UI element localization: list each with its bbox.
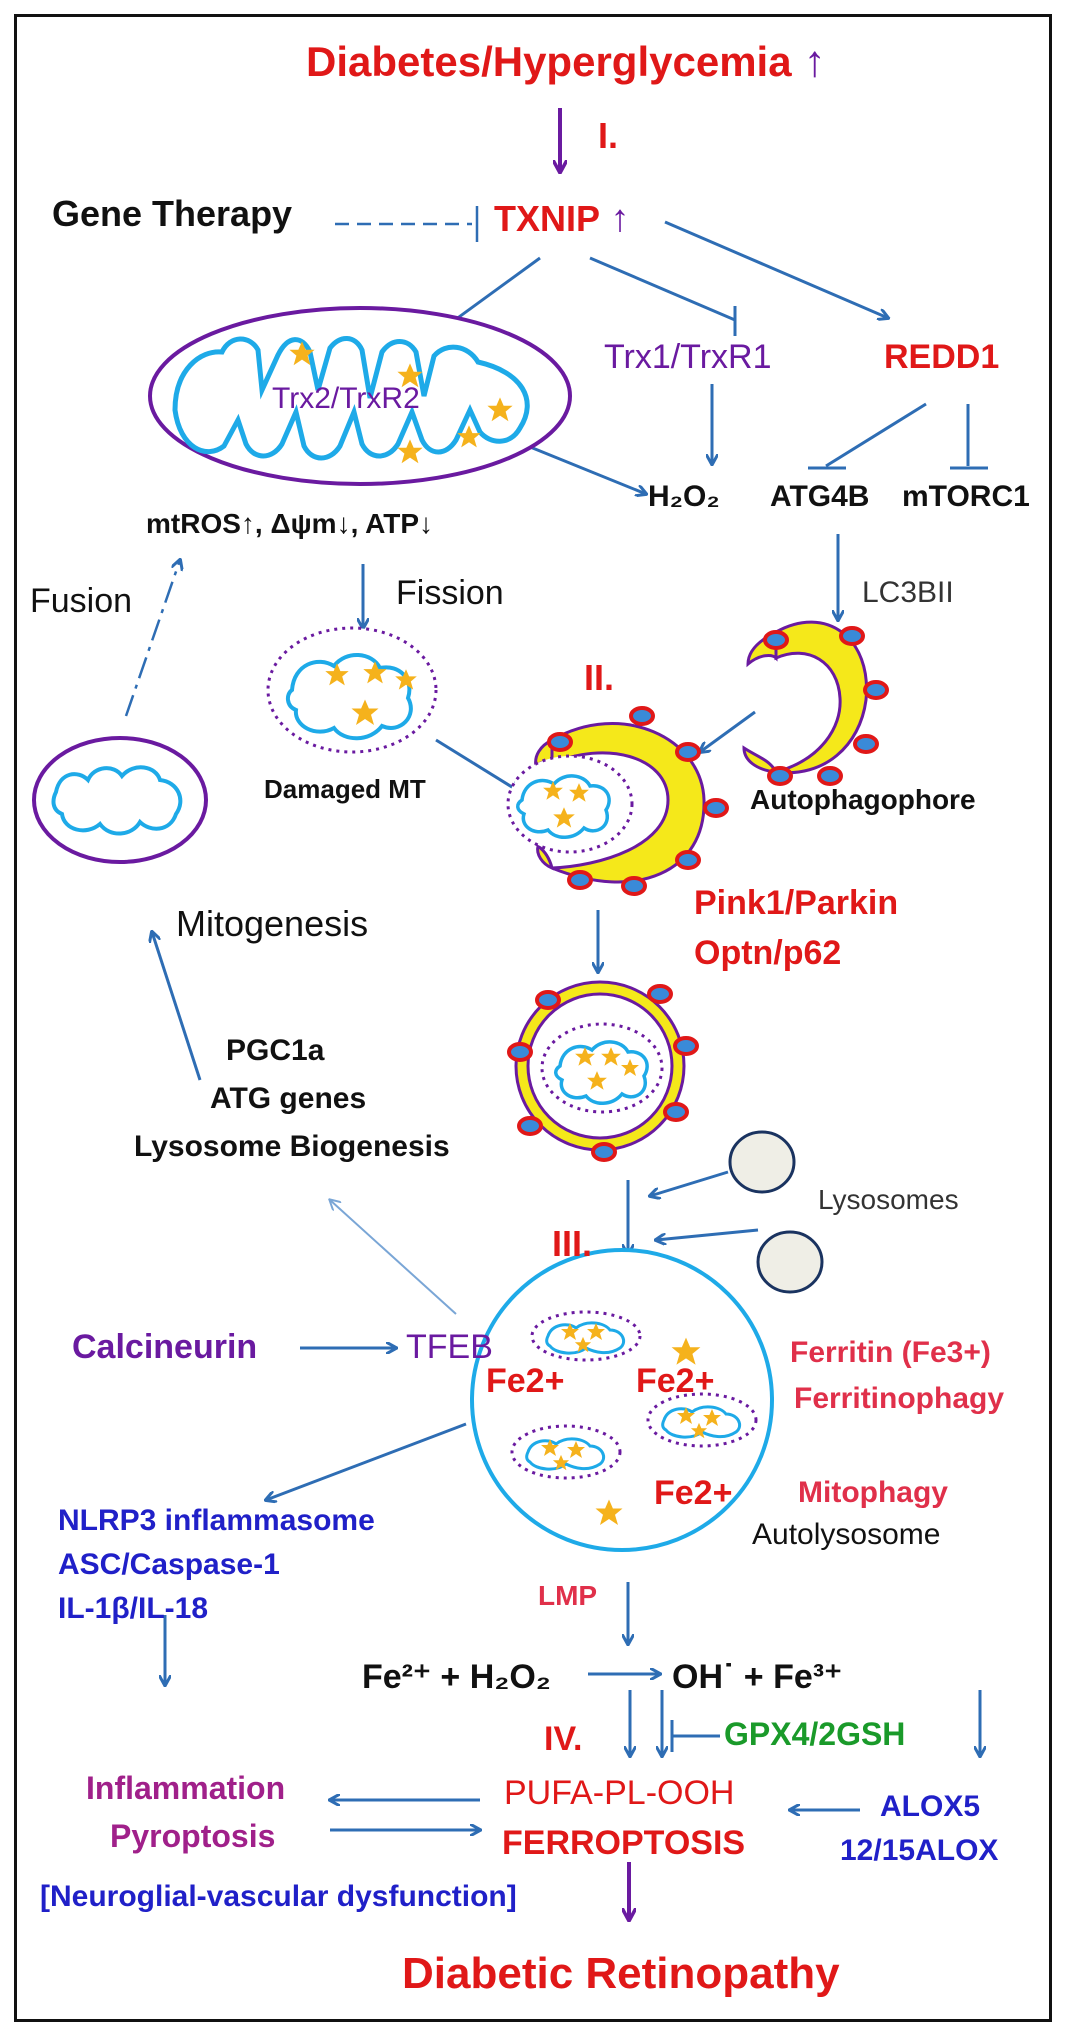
trx1-label: Trx1/TrxR1 <box>604 338 772 376</box>
blue-arrows <box>152 220 980 1830</box>
autolysosome-label: Autolysosome <box>752 1518 941 1551</box>
mtros-label: mtROS↑, Δψm↓, ATP↓ <box>146 508 434 539</box>
mitogenesis-label: Mitogenesis <box>176 903 369 944</box>
lc3bii-label: LC3BII <box>862 576 954 609</box>
autophagosome <box>507 980 699 1162</box>
mtorc1-label: mTORC1 <box>902 480 1030 513</box>
tfeb-label: TFEB <box>406 1328 493 1366</box>
mitophagy-label: Mitophagy <box>798 1476 948 1509</box>
gpx4-label: GPX4/2GSH <box>724 1716 906 1752</box>
lysosome-biogenesis-label: Lysosome Biogenesis <box>134 1130 450 1163</box>
nlrp3-label: NLRP3 inflammasome <box>58 1504 375 1537</box>
atg4b-label: ATG4B <box>770 480 870 513</box>
gene-therapy-label: Gene Therapy <box>52 193 293 234</box>
pyroptosis-label: Pyroptosis <box>110 1818 276 1854</box>
inflammation-label: Inflammation <box>86 1770 286 1806</box>
autolysosome <box>470 1248 774 1552</box>
optn-p62-label: Optn/p62 <box>694 934 842 972</box>
fenton-right-label: OH˙ + Fe³⁺ <box>672 1658 843 1696</box>
stage-1-label: I. <box>598 115 619 156</box>
gene-therapy-inhibition <box>335 206 479 242</box>
light-arrows <box>330 1200 457 1315</box>
fission-label: Fission <box>396 574 504 612</box>
engulfing-phagophore <box>506 706 729 896</box>
diabetes-hyperglycemia-label: Diabetes/Hyperglycemia ↑ <box>306 37 826 86</box>
autophagophore-label: Autophagophore <box>750 784 976 815</box>
h2o2-label: H₂O₂ <box>648 480 720 513</box>
mitochondrion <box>148 306 572 486</box>
stage-4-label: IV. <box>544 1720 583 1758</box>
diabetic-retinopathy-label: Diabetic Retinopathy <box>402 1949 840 1998</box>
alox12-15-label: 12/15ALOX <box>840 1834 999 1867</box>
txnip-label: TXNIP ↑ <box>494 198 630 240</box>
stage-2-label: II. <box>584 657 615 698</box>
il1b-il18-label: IL-1β/IL-18 <box>58 1592 208 1625</box>
diagram-frame <box>14 14 1052 2022</box>
fenton-left-label: Fe²⁺ + H₂O₂ <box>362 1658 551 1696</box>
damaged-mt-label: Damaged MT <box>264 774 426 804</box>
purple-arrows <box>560 108 629 1920</box>
redd1-label: REDD1 <box>884 338 1000 376</box>
trx2-label: Trx2/TrxR2 <box>272 382 420 415</box>
ferritin-label: Ferritin (Fe3+) <box>790 1336 991 1369</box>
lysosomes <box>728 1130 824 1294</box>
inhibition-bars <box>670 306 988 1752</box>
stage-3-label: III. <box>552 1223 593 1264</box>
pufa-pl-ooh-label: PUFA-PL-OOH <box>504 1774 735 1812</box>
pink1-parkin-label: Pink1/Parkin <box>694 884 899 922</box>
lmp-label: LMP <box>538 1580 598 1611</box>
calcineurin-label: Calcineurin <box>72 1328 258 1366</box>
fusion-arrow <box>124 560 180 717</box>
lysosomes-label: Lysosomes <box>818 1184 959 1215</box>
healthy-mitochondrion <box>32 736 208 864</box>
fe2-label-b: Fe2+ <box>636 1362 715 1400</box>
asc-caspase-label: ASC/Caspase-1 <box>58 1548 280 1581</box>
neuroglial-vascular-label: [Neuroglial-vascular dysfunction] <box>40 1880 517 1913</box>
atg-genes-label: ATG genes <box>210 1082 367 1115</box>
ferritinophagy-label: Ferritinophagy <box>794 1382 1005 1415</box>
alox5-label: ALOX5 <box>880 1790 981 1823</box>
fe2-label-c: Fe2+ <box>654 1474 733 1512</box>
pgc1a-label: PGC1a <box>226 1034 325 1067</box>
damaged-mitochondrion <box>266 626 438 754</box>
ferroptosis-label: FERROPTOSIS <box>502 1824 746 1862</box>
fusion-label: Fusion <box>30 582 133 620</box>
autophagophore <box>742 620 889 786</box>
fe2-label-a: Fe2+ <box>486 1362 565 1400</box>
